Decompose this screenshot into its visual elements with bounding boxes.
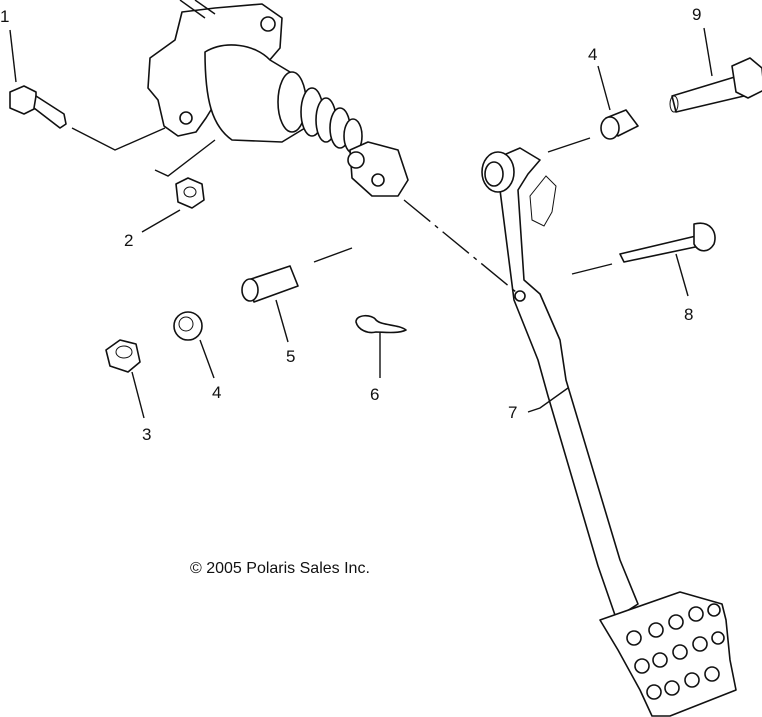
part-clip-6: 6	[355, 314, 407, 404]
callout-9: 9	[692, 5, 701, 24]
pedal-pad-holes	[626, 603, 725, 700]
part-bushing-4-left: 4	[173, 311, 221, 402]
callout-2: 2	[124, 231, 133, 250]
part-bolt-9: 9	[669, 5, 762, 113]
part-bolt-1: 1	[0, 7, 67, 129]
callout-1: 1	[0, 7, 9, 26]
copyright-text: © 2005 Polaris Sales Inc.	[190, 560, 370, 577]
callout-4-right: 4	[588, 45, 597, 64]
part-pedal-7: 7	[481, 147, 737, 717]
part-locknut-3: 3	[105, 339, 151, 444]
alignment-line	[403, 199, 517, 293]
callout-5: 5	[286, 347, 295, 366]
callout-7: 7	[508, 403, 517, 422]
callout-8: 8	[684, 305, 693, 324]
master-cylinder	[71, 0, 409, 197]
callout-6: 6	[370, 385, 379, 404]
part-sleeve-5: 5	[241, 247, 353, 366]
callout-4-left: 4	[212, 383, 221, 402]
part-bushing-4-right: 4	[547, 45, 639, 153]
part-pin-8: 8	[571, 222, 716, 324]
part-nut-2: 2	[124, 177, 205, 250]
callout-3: 3	[142, 425, 151, 444]
